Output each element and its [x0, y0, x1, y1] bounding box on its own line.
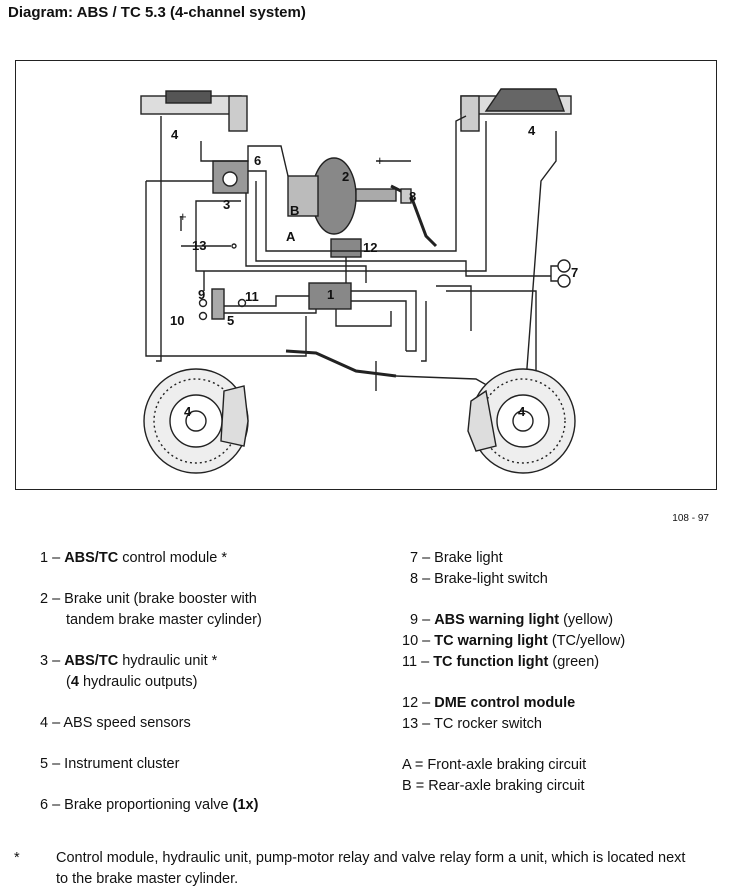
label-4-front-right: 4	[528, 123, 536, 138]
label-4-rear-right: 4	[518, 404, 526, 419]
brake-light-7a	[557, 259, 571, 273]
legend-item-2b: tandem brake master cylinder)	[66, 612, 262, 628]
label-b: B	[290, 203, 299, 218]
legend-right: 7 – Brake light 8 – Brake-light switch 9…	[402, 548, 625, 797]
label-12: 12	[363, 240, 377, 255]
label-2: 2	[342, 169, 349, 184]
legend-item-11: 11 – TC function light (green)	[402, 654, 600, 670]
label-a: A	[286, 229, 296, 244]
page-title: Diagram: ABS / TC 5.3 (4-channel system)	[8, 4, 306, 21]
footnote-line-1: Control module, hydraulic unit, pump-mot…	[56, 850, 686, 866]
legend-item-4: 4 – ABS speed sensors	[40, 715, 191, 731]
diagram-frame: 4 4 4 4 6 3 2 8 B A 12 13 7 9 11 10 5 1 …	[15, 60, 717, 490]
legend-item-3a: 3 – ABS/TC hydraulic unit *	[40, 653, 218, 669]
legend-item-7: 7 – Brake light	[410, 550, 503, 566]
label-6: 6	[254, 153, 261, 168]
label-9: 9	[198, 287, 205, 302]
label-4-rear-left: 4	[184, 404, 192, 419]
label-7: 7	[571, 265, 578, 280]
abs-tc-diagram: 4 4 4 4 6 3 2 8 B A 12 13 7 9 11 10 5 1 …	[140, 88, 578, 474]
legend-item-1: 1 – ABS/TC control module *	[40, 550, 227, 566]
label-13: 13	[192, 238, 206, 253]
dme-module-12	[330, 238, 362, 258]
legend-item-3b: (4 hydraulic outputs)	[66, 674, 198, 690]
figure-code: 108 - 97	[672, 513, 709, 524]
brake-light-switch-8	[400, 188, 412, 204]
instrument-cluster-5	[211, 288, 225, 320]
front-left-caliper	[165, 90, 212, 104]
legend-item-b: B = Rear-axle braking circuit	[402, 778, 585, 794]
plus-sign-8: +	[376, 153, 384, 168]
legend-item-9: 9 – ABS warning light (yellow)	[410, 612, 614, 628]
label-10: 10	[170, 313, 184, 328]
legend-item-5: 5 – Instrument cluster	[40, 756, 180, 772]
legend-item-8: 8 – Brake-light switch	[410, 571, 548, 587]
label-1: 1	[327, 287, 334, 302]
label-4-front-left: 4	[171, 127, 179, 142]
legend-item-2a: 2 – Brake unit (brake booster with	[40, 591, 257, 607]
legend-item-6: 6 – Brake proportioning valve (1x)	[40, 797, 259, 813]
legend-item-13: 13 – TC rocker switch	[402, 716, 542, 732]
footnote-line-2: to the brake master cylinder.	[56, 871, 239, 887]
legend-item-12: 12 – DME control module	[402, 695, 576, 711]
plus-sign-13: +	[179, 209, 187, 224]
brake-light-7b	[557, 274, 571, 288]
footnote-asterisk: *	[14, 850, 20, 866]
legend-item-10: 10 – TC warning light (TC/yellow)	[402, 633, 626, 649]
legend-left: 1 – ABS/TC control module * 2 – Brake un…	[40, 548, 262, 816]
control-module-1	[308, 282, 352, 310]
label-5: 5	[227, 313, 234, 328]
label-11: 11	[245, 289, 259, 304]
label-8: 8	[409, 189, 416, 204]
legend-item-a: A = Front-axle braking circuit	[402, 757, 587, 773]
label-3: 3	[223, 197, 230, 212]
